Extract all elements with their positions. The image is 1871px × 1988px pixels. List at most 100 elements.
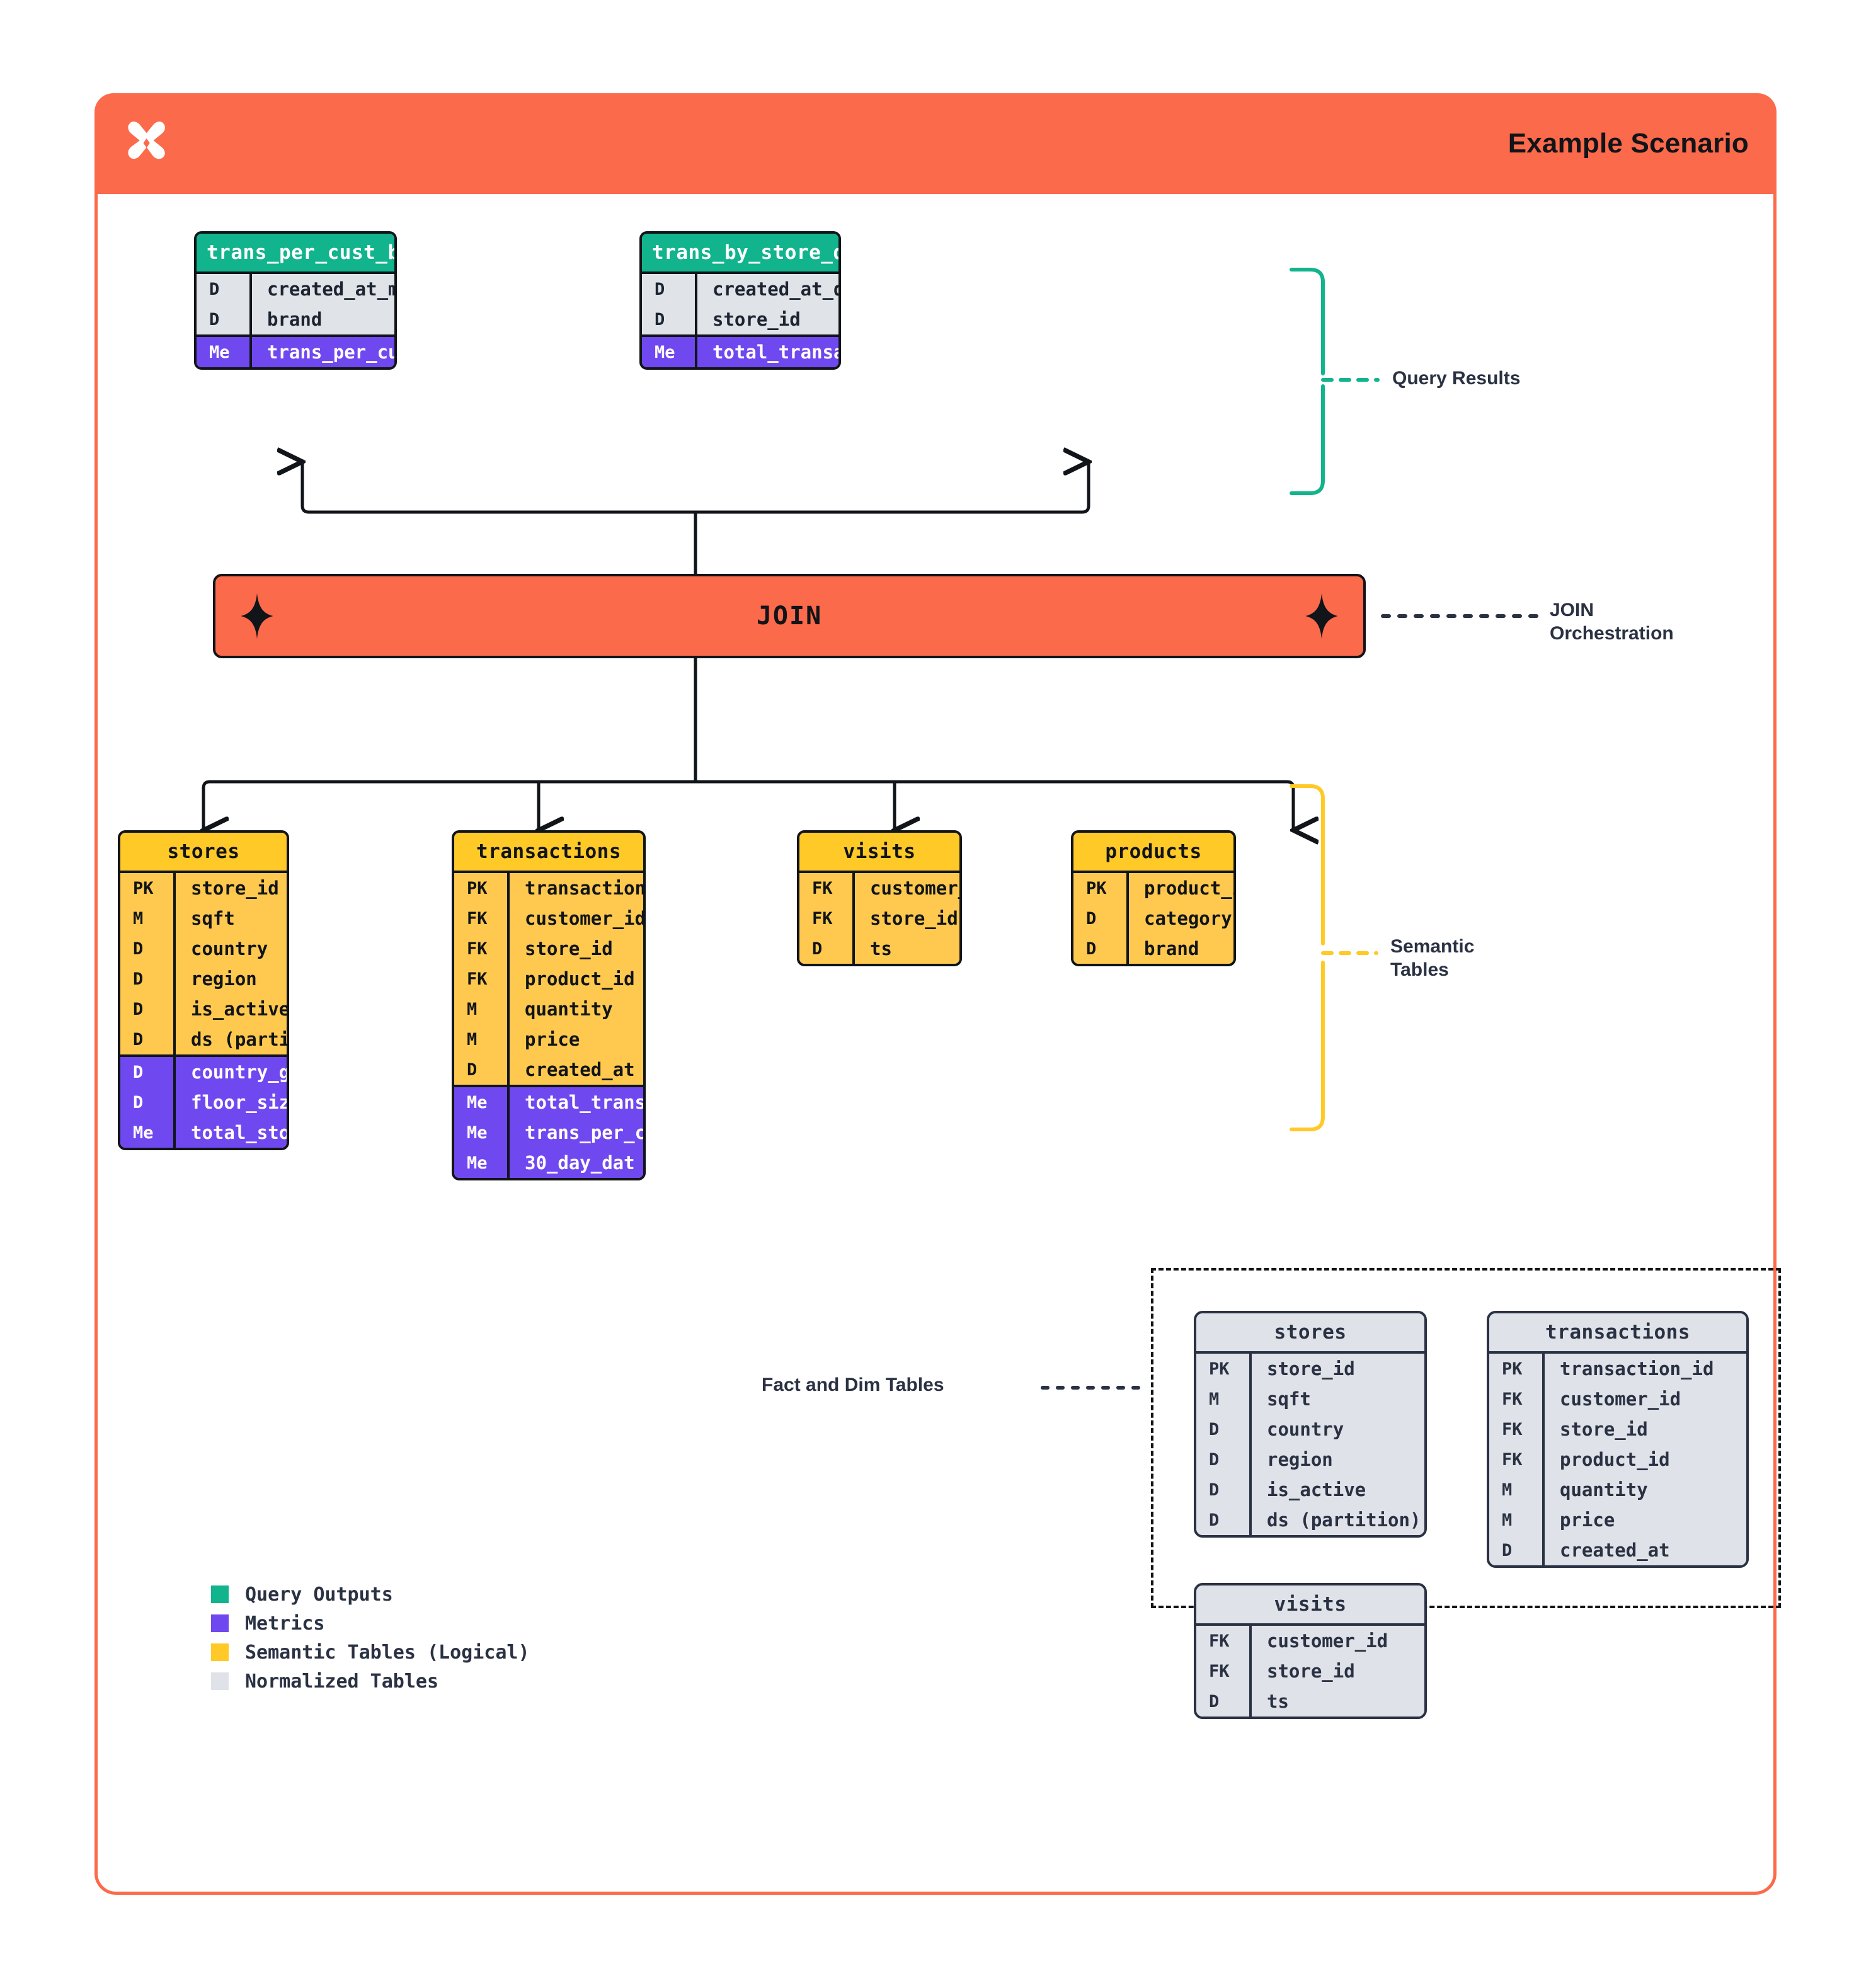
table-row: PK product_id	[1073, 873, 1233, 903]
metric-row: Me total_transactions	[454, 1087, 643, 1117]
field-kind: D	[133, 999, 144, 1019]
field-name: price	[1542, 1505, 1746, 1535]
field-name: country	[173, 934, 287, 964]
annotation-line-2: Orchestration	[1550, 622, 1674, 644]
legend: Query Outputs Metrics Semantic Tables (L…	[211, 1580, 530, 1696]
field-kind: PK	[1209, 1359, 1230, 1379]
field-name: category	[1126, 903, 1233, 934]
field-name: ds (partition)	[1249, 1505, 1424, 1535]
annotation-fact-and-dim: Fact and Dim Tables	[762, 1374, 944, 1395]
field-name: created_at_month	[249, 274, 394, 304]
metric-name: total_transactions	[695, 337, 838, 367]
field-name: sqft	[1249, 1384, 1424, 1414]
metric-kind: Me	[655, 342, 675, 362]
field-kind: M	[1502, 1510, 1513, 1530]
diagram-frame: Example Scenario	[94, 93, 1781, 1895]
legend-label: Query Outputs	[245, 1583, 393, 1606]
field-name: product_id	[1542, 1444, 1746, 1475]
field-name: ds (partition)	[173, 1024, 287, 1054]
metric-name: floor_size	[173, 1087, 287, 1117]
field-kind: D	[209, 279, 220, 299]
metric-name: total_transactions	[507, 1087, 643, 1117]
header-bar: Example Scenario	[94, 93, 1777, 194]
metric-row: Me total_transactions	[642, 337, 838, 367]
field-name: country	[1249, 1414, 1424, 1444]
field-name: brand	[1126, 934, 1233, 964]
field-kind: FK	[1209, 1631, 1230, 1651]
metric-kind: Me	[467, 1092, 488, 1112]
field-name: store_id	[852, 903, 959, 934]
metric-section: Me trans_per_cust	[197, 334, 394, 367]
normalized-table-transactions[interactable]: transactions PK transaction_id FK customer…	[1487, 1311, 1749, 1568]
query-result-table-1[interactable]: trans_by_store_day D created_at_day D st…	[639, 231, 841, 370]
annotation-line-1: Semantic	[1390, 936, 1475, 957]
join-orchestration-box[interactable]: JOIN	[213, 574, 1366, 658]
field-kind: D	[209, 309, 220, 329]
field-kind: PK	[1086, 878, 1107, 898]
annotation-line-2: Tables	[1390, 959, 1449, 980]
page-title: Example Scenario	[1508, 128, 1749, 159]
legend-item: Metrics	[211, 1609, 530, 1638]
query-result-table-0[interactable]: trans_per_cust_by_brand_month D created_…	[194, 231, 397, 370]
field-name: store_id	[1542, 1414, 1746, 1444]
field-name: product_id	[1126, 873, 1233, 903]
field-kind: FK	[467, 969, 488, 989]
metric-kind: Me	[467, 1153, 488, 1173]
field-kind: D	[1086, 908, 1097, 928]
table-title: visits	[799, 833, 959, 871]
field-kind: FK	[1502, 1419, 1523, 1439]
field-name: created_at_day	[695, 274, 838, 304]
metric-name: 30_day_dat	[507, 1148, 643, 1178]
legend-item: Query Outputs	[211, 1580, 530, 1609]
join-label: JOIN	[756, 602, 823, 631]
field-name: ts	[1249, 1686, 1424, 1717]
field-kind: FK	[812, 908, 833, 928]
field-kind: D	[812, 939, 823, 959]
metric-kind: D	[133, 1062, 144, 1082]
field-name: customer_id	[1542, 1384, 1746, 1414]
table-row: D brand	[197, 304, 394, 334]
legend-item: Normalized Tables	[211, 1667, 530, 1696]
field-name: region	[173, 964, 287, 994]
field-kind: M	[467, 999, 478, 1019]
field-name: brand	[249, 304, 394, 334]
field-name: created_at	[507, 1054, 643, 1085]
annotation-line-1: JOIN	[1550, 600, 1594, 620]
metric-name: trans_per_cust	[249, 337, 394, 367]
field-kind: PK	[1502, 1359, 1523, 1379]
legend-label: Normalized Tables	[245, 1670, 439, 1693]
metric-name: country_group	[173, 1057, 287, 1087]
table-title: transactions	[1489, 1313, 1746, 1351]
field-kind: D	[133, 969, 144, 989]
field-name: transaction_id	[1542, 1354, 1746, 1384]
field-kind: D	[133, 1029, 144, 1049]
field-kind: PK	[133, 878, 154, 898]
table-row: PK transaction_id	[1489, 1354, 1746, 1384]
field-name: quantity	[1542, 1475, 1746, 1505]
field-kind: PK	[467, 878, 488, 898]
